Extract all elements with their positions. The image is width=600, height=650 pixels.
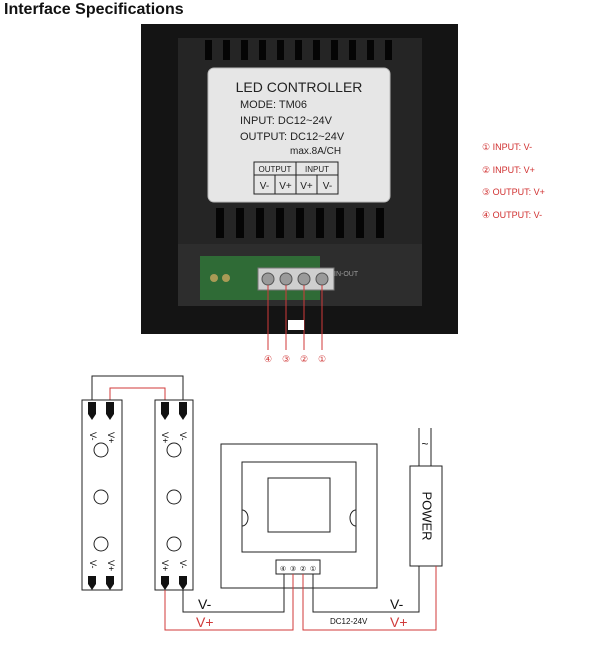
strip-pin-label: V- [88,560,98,569]
led-dot [166,489,182,505]
legend-number: ④ [482,210,491,220]
terminal-block [257,267,335,291]
strip-pin-label: V+ [160,432,170,443]
pcb-label: IN-OUT [334,271,359,278]
table-output-header: OUTPUT [259,165,292,174]
legend-text: OUTPUT: V+ [492,187,545,197]
terminal-pointers [267,285,323,350]
controller-terminal-block [275,559,321,575]
led-dot [93,489,109,505]
bottom-vents [216,208,384,238]
table-input-header: INPUT [305,165,329,174]
panel-notch [288,320,304,330]
strip-pin-label: V- [178,432,188,441]
legend-item: ④ OUTPUT: V- [482,210,542,221]
wire-bridge-red [109,387,166,400]
wire-vminus-output [182,574,285,613]
vminus-right-label: V- [390,596,404,612]
wire-bridge-black [91,375,184,400]
label-heading: LED CONTROLLER [236,79,363,95]
terminal-number: ③ [282,354,290,364]
mount-hole [241,509,249,527]
wire-vplus-input [302,566,437,631]
top-vents [205,40,392,60]
controller-window [267,477,331,533]
table-cell: V+ [300,181,313,192]
led-dot [93,442,109,458]
vminus-left-label: V- [198,596,212,612]
legend-item: ② INPUT: V+ [482,165,535,176]
legend-item: ① INPUT: V- [482,142,532,153]
power-label: POWER [420,491,435,540]
terminal-number: ② [300,354,308,364]
terminal-number: ① [318,354,326,364]
power-supply [409,465,443,567]
table-cell: V- [323,181,332,192]
wire-vminus-input [312,566,420,613]
strip-pin-label: V+ [106,560,116,571]
table-cell: V+ [279,181,292,192]
pcb-solder-pad [210,274,218,282]
label-output: OUTPUT: DC12~24V [240,131,345,143]
label-mode: MODE: TM06 [240,99,307,111]
legend-text: INPUT: V+ [492,165,535,175]
label-max: max.8A/CH [290,146,341,157]
arrow-icon [161,402,169,420]
legend-item: ③ OUTPUT: V+ [482,187,545,198]
legend-text: OUTPUT: V- [492,210,543,220]
arrow-icon [88,576,96,590]
legend-number: ② [482,165,491,175]
voltage-label: DC12-24V [330,617,368,626]
wire-vplus-output [164,574,294,631]
pcb-solder-pad [222,274,230,282]
legend-text: INPUT: V- [492,142,533,152]
vplus-left-label: V+ [196,614,214,630]
led-dot [93,536,109,552]
controller-terminal-number: ① [310,565,316,573]
legend-number: ① [482,142,491,152]
arrow-icon [179,402,187,420]
vplus-right-label: V+ [390,614,408,630]
controller-terminal-number: ② [300,565,306,573]
arrow-icon [88,402,96,420]
led-dot [166,536,182,552]
strip-pin-label: V+ [106,432,116,443]
arrow-icon [179,576,187,590]
arrow-icon [161,576,169,590]
arrow-icon [106,402,114,420]
strip-pin-label: V+ [160,560,170,571]
legend-number: ③ [482,187,491,197]
page-title: Interface Specifications [4,1,184,18]
terminal-number: ④ [264,354,272,364]
strip-pin-label: V- [88,432,98,441]
terminal-table [253,161,339,195]
controller-terminal-number: ④ [280,565,286,573]
mount-hole [349,509,357,527]
led-dot [166,442,182,458]
controller-terminal-number: ③ [290,565,296,573]
label-input: INPUT: DC12~24V [240,115,333,127]
ac-symbol: ~ [421,437,428,451]
table-cell: V- [260,181,269,192]
arrow-icon [106,576,114,590]
strip-pin-label: V- [178,560,188,569]
